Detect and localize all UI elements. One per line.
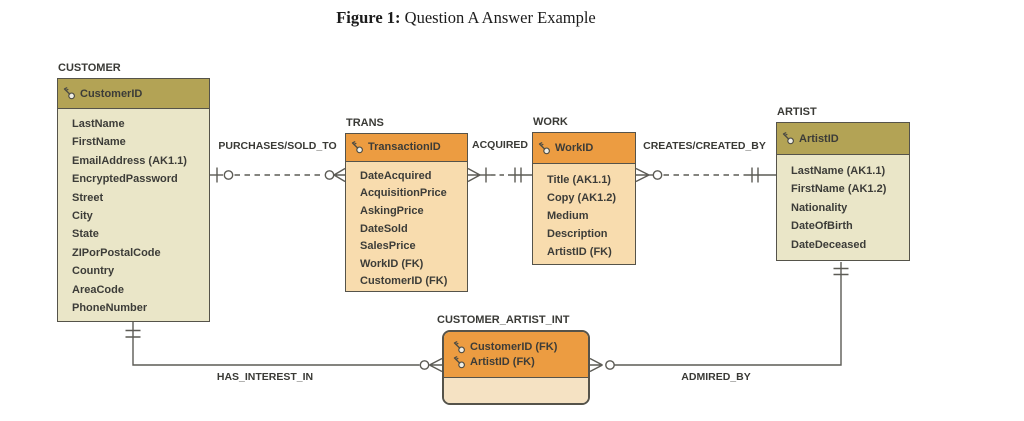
attribute-row: AcquisitionPrice — [360, 187, 447, 200]
key-icon — [63, 87, 75, 100]
attribute-row: Title (AK1.1) — [547, 174, 611, 186]
intersection-empty-body — [444, 378, 588, 403]
attribute-row: DateDeceased — [791, 238, 867, 251]
key-attribute-row: WorkID — [533, 141, 635, 155]
entity-trans[interactable]: TRANS TransactionID DateAcquired Acquisi… — [345, 117, 468, 292]
entity-work[interactable]: WORK WorkID Title (AK1.1) Copy (AK1.2) M… — [532, 116, 636, 265]
entity-trans-name: TRANS — [346, 117, 384, 129]
entity-customer[interactable]: CUSTOMER CustomerID LastName FirstName E… — [57, 62, 210, 322]
key-attribute-label: WorkID — [555, 142, 594, 154]
relationship-line-creates-created-by — [635, 167, 776, 183]
relationship-label-purchases-sold-to: PURCHASES/SOLD_TO — [218, 140, 337, 152]
key-attribute-row: TransactionID — [346, 141, 467, 154]
entity-work-name: WORK — [533, 116, 568, 128]
key-attribute-label: CustomerID — [80, 87, 143, 100]
key-attribute-label: TransactionID — [368, 141, 441, 154]
figure-caption-prefix: Figure 1: — [336, 8, 401, 27]
attribute-row: EncryptedPassword — [72, 173, 178, 186]
entity-artist[interactable]: ARTIST ArtistID LastName (AK1.1) FirstNa… — [776, 106, 910, 261]
relationship-line-acquired — [467, 167, 532, 183]
attribute-row: EmailAddress (AK1.1) — [72, 154, 187, 167]
key-attribute-row: CustomerID (FK) — [444, 340, 588, 354]
key-icon — [453, 355, 465, 368]
attribute-row: Country — [72, 265, 115, 278]
figure-caption-text: Question A Answer Example — [400, 8, 596, 27]
key-attribute-label: ArtistID — [799, 132, 839, 145]
relationship-label-acquired: ACQUIRED — [471, 139, 528, 151]
attribute-row: AreaCode — [72, 283, 124, 296]
relationship-label-has-interest-in: HAS_INTEREST_IN — [216, 371, 314, 383]
entity-customer-artist-int-name: CUSTOMER_ARTIST_INT — [437, 314, 570, 326]
attribute-row: Nationality — [791, 201, 848, 214]
key-icon — [538, 141, 550, 154]
key-icon — [453, 340, 465, 353]
attribute-row: ArtistID (FK) — [547, 246, 612, 258]
attribute-row: ZIPorPostalCode — [72, 246, 161, 259]
attribute-row: PhoneNumber — [72, 302, 148, 315]
key-icon — [782, 132, 794, 145]
attribute-row: State — [72, 228, 99, 241]
relationship-label-creates-created-by: CREATES/CREATED_BY — [643, 140, 766, 152]
key-attribute-row: ArtistID (FK) — [444, 355, 588, 369]
entity-artist-name: ARTIST — [777, 106, 817, 118]
attribute-row: Medium — [547, 210, 589, 222]
key-attribute-row: CustomerID — [58, 87, 209, 100]
attribute-row: Street — [72, 191, 104, 204]
attribute-row: DateOfBirth — [791, 220, 853, 233]
entity-customer-artist-int[interactable]: CUSTOMER_ARTIST_INT CustomerID (FK) Arti… — [437, 314, 590, 405]
attribute-row: CustomerID (FK) — [360, 275, 448, 288]
attribute-row: WorkID (FK) — [360, 257, 424, 270]
key-attribute-row: ArtistID — [777, 132, 909, 145]
attribute-row: FirstName (AK1.2) — [791, 183, 887, 196]
key-attribute-label: CustomerID (FK) — [470, 341, 558, 353]
attribute-row: Description — [547, 228, 608, 240]
key-icon — [351, 141, 363, 154]
attribute-row: Copy (AK1.2) — [547, 192, 617, 204]
attribute-row: City — [72, 210, 93, 223]
relationship-line-purchases-sold-to — [210, 167, 346, 183]
attribute-row: SalesPrice — [360, 240, 416, 253]
key-attribute-label: ArtistID (FK) — [470, 356, 535, 368]
entity-customer-name: CUSTOMER — [58, 62, 121, 74]
attribute-row: LastName (AK1.1) — [791, 165, 886, 177]
attribute-row: DateSold — [360, 222, 408, 235]
attribute-row: FirstName — [72, 136, 126, 149]
relationship-label-admired-by: ADMIRED_BY — [681, 371, 751, 383]
relationship-line-has-interest-in — [125, 322, 443, 373]
figure-caption: Figure 1: Question A Answer Example — [0, 8, 932, 28]
relationship-line-admired-by — [589, 262, 849, 373]
attribute-row: AskingPrice — [360, 205, 424, 218]
attribute-row: DateAcquired — [360, 169, 432, 182]
attribute-row: LastName — [72, 118, 125, 130]
